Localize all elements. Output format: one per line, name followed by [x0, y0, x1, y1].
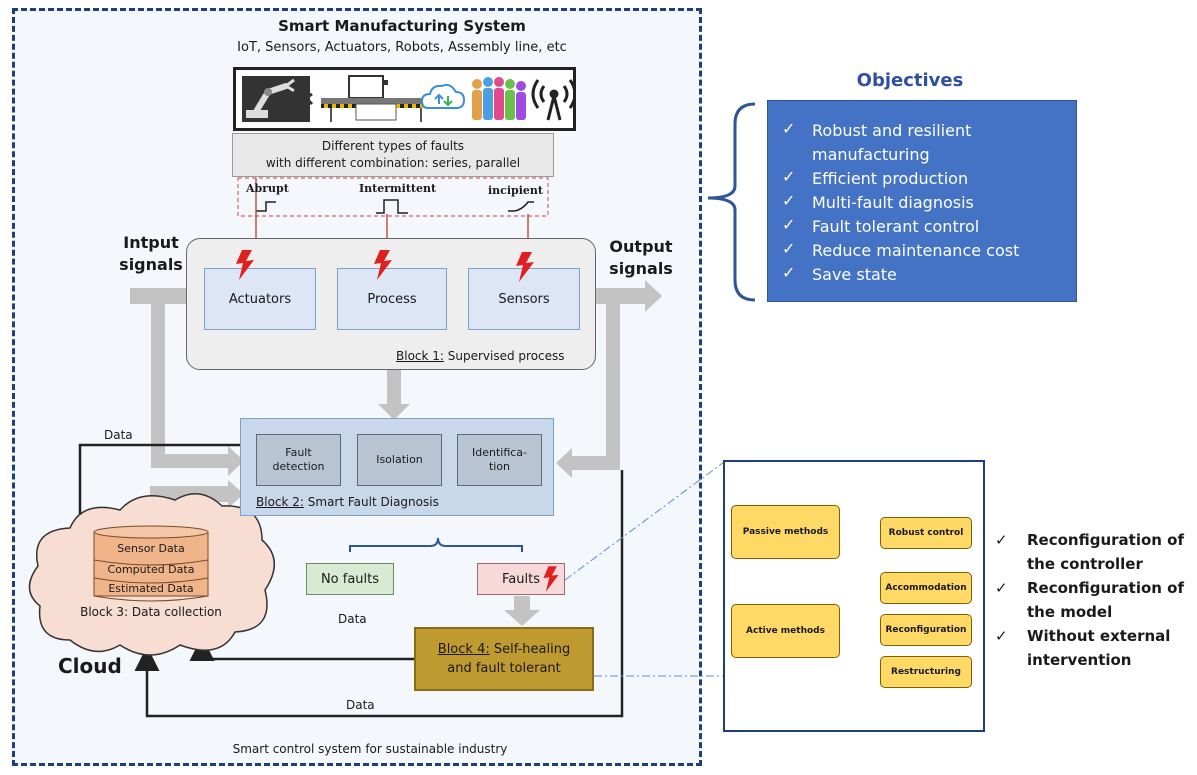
faults-label: Faults: [502, 571, 540, 587]
robot-arm-icon: [242, 76, 310, 122]
checkmark-icon: ✓: [782, 215, 796, 234]
data-label-top: Data: [104, 428, 133, 442]
checkmark-icon: ✓: [782, 119, 796, 138]
block2-label-prefix: Block 2:: [256, 495, 304, 509]
block4-line2: and fault tolerant: [447, 661, 561, 676]
block2-label-rest: Smart Fault Diagnosis: [303, 495, 439, 509]
database-icon: [93, 525, 209, 602]
reconfiguration-box: Reconfiguration: [880, 614, 972, 646]
input-signals-line1: Intput: [123, 233, 179, 252]
fault-type-incipient: incipient: [488, 184, 543, 197]
block4-label-prefix: Block 4:: [437, 642, 490, 657]
objectives-brace: [707, 102, 756, 302]
block2-label: Block 2: Smart Fault Diagnosis: [256, 495, 439, 509]
lightning-bolt-icon: [516, 252, 534, 282]
robot-gripper-icon: [285, 88, 314, 107]
abrupt-signal-icon: [256, 201, 276, 212]
objectives-box: ✓Robust and resilient manufacturing ✓Eff…: [767, 100, 1077, 302]
reconfig-item: ✓Reconfiguration of the model: [995, 576, 1195, 626]
fault-types-line1: Different types of faults: [321, 139, 465, 153]
checkmark-icon: ✓: [782, 239, 796, 258]
fault-types-line2: with different combination: series, para…: [265, 156, 521, 170]
system-footer: Smart control system for sustainable ind…: [232, 742, 508, 756]
conveyor-icon: [321, 75, 431, 122]
fault-detection-line2: detection: [272, 460, 325, 473]
fault-signal-frame: [237, 177, 549, 217]
checkmark-icon: ✓: [995, 627, 1008, 645]
objectives-title: Objectives: [856, 70, 964, 91]
active-methods-box: Active methods: [731, 604, 840, 658]
fault-detection-line1: Fault: [285, 446, 312, 459]
isolation-box: Isolation: [357, 434, 442, 486]
incipient-signal-icon: [508, 201, 534, 212]
fault-type-abrupt: Abrupt: [246, 182, 289, 195]
system-title: Smart Manufacturing System: [278, 17, 526, 35]
estimated-data-label: Estimated Data: [108, 582, 194, 595]
cloud-label: Cloud: [58, 654, 122, 678]
computed-data-label: Computed Data: [107, 563, 195, 576]
identification-line1: Identifica-: [471, 446, 528, 459]
lightning-bolt-icon: [236, 250, 254, 280]
checkmark-icon: ✓: [782, 191, 796, 210]
block4-self-healing: Block 4: Self-healing and fault tolerant: [414, 627, 594, 691]
sensors-box: Sensors: [468, 268, 580, 330]
block1-label: Block 1: Supervised process: [396, 349, 565, 363]
block3-label: Block 3: Data collection: [80, 605, 222, 619]
accommodation-box: Accommodation: [880, 572, 972, 604]
no-faults-box: No faults: [306, 563, 394, 595]
input-signals-label: Intput signals: [116, 232, 186, 276]
output-signals-line2: signals: [609, 259, 673, 278]
output-signals-line1: Output: [609, 237, 673, 256]
fault-type-intermittent: Intermittent: [359, 182, 437, 195]
reconfig-item: ✓Reconfiguration of the controller: [995, 528, 1195, 578]
data-label-bottom: Data: [346, 698, 375, 712]
passive-methods-box: Passive methods: [731, 505, 840, 559]
block1-label-prefix: Block 1:: [396, 349, 444, 363]
data-label-middle: Data: [338, 612, 367, 626]
checkmark-icon: ✓: [995, 531, 1008, 549]
block4-label-rest: Self-healing: [489, 642, 571, 657]
input-signals-line2: signals: [119, 255, 183, 274]
actuators-box: Actuators: [204, 268, 316, 330]
block4-line1: Block 4: Self-healing: [438, 640, 570, 659]
faults-box: Faults: [477, 563, 565, 595]
sensor-data-label: Sensor Data: [117, 542, 185, 555]
system-subtitle: IoT, Sensors, Actuators, Robots, Assembl…: [237, 40, 567, 55]
lightning-bolt-icon: [543, 566, 559, 592]
identification-line2: tion: [488, 460, 511, 473]
checkmark-icon: ✓: [995, 579, 1008, 597]
checkmark-icon: ✓: [782, 167, 796, 186]
robust-control-box: Robust control: [880, 517, 972, 549]
people-icon: [472, 77, 526, 120]
process-box: Process: [337, 268, 447, 330]
reconfig-item: ✓Without external intervention: [995, 624, 1195, 674]
fault-types-box: Different types of faults with different…: [232, 133, 554, 177]
lightning-bolt-icon: [374, 250, 392, 280]
intermittent-signal-icon: [376, 199, 408, 214]
block1-label-rest: Supervised process: [443, 349, 565, 363]
restructuring-box: Restructuring: [880, 656, 972, 688]
checkmark-icon: ✓: [782, 263, 796, 282]
outcome-brace: [349, 537, 523, 552]
identification-box: Identifica-tion: [457, 434, 542, 486]
cloud-upload-icon: [420, 83, 466, 109]
equipment-icons-strip: [233, 67, 577, 131]
output-signals-label: Output signals: [604, 236, 678, 280]
